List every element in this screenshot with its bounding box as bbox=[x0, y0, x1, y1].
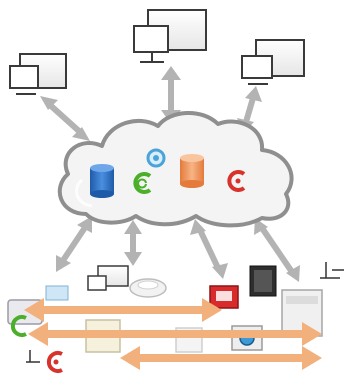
sync-green-icon bbox=[10, 315, 27, 337]
arrow-cloud-device-left bbox=[56, 216, 92, 272]
desktop-monitor-icon bbox=[241, 39, 305, 85]
database-blue-icon bbox=[90, 164, 114, 198]
sync-green-icon bbox=[133, 172, 152, 194]
cloud bbox=[57, 110, 294, 228]
arrow-cloud-left-monitor bbox=[40, 96, 90, 141]
desktop-monitor-icon bbox=[133, 9, 207, 63]
keypad-icon bbox=[249, 265, 277, 297]
sync-red-icon bbox=[26, 350, 63, 373]
arrow-cloud-device-alarm bbox=[190, 219, 228, 279]
orange-bus-arrow-2 bbox=[28, 322, 322, 346]
sync-red-icon bbox=[227, 170, 246, 192]
desktop-monitor-icon bbox=[87, 265, 129, 291]
arrow-cloud-device-center bbox=[124, 220, 142, 266]
small-sensor-icon bbox=[320, 262, 344, 279]
sync-blue-icon bbox=[146, 148, 166, 168]
orange-arrows bbox=[24, 298, 322, 370]
orange-bus-arrow-3 bbox=[120, 346, 322, 370]
database-orange-icon bbox=[180, 154, 204, 188]
fire-alarm-panel-icon bbox=[209, 285, 239, 309]
smoke-detector-icon bbox=[129, 278, 167, 298]
orange-bus-arrow-1 bbox=[24, 298, 222, 322]
desktop-monitor-icon bbox=[9, 53, 67, 95]
